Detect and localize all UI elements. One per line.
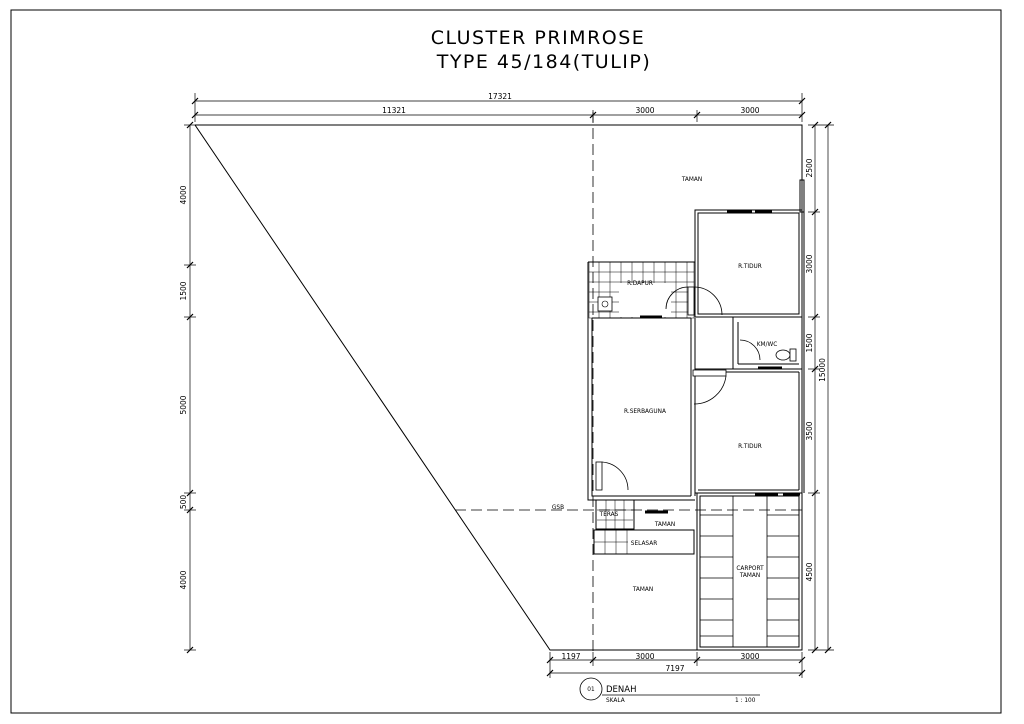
carport-paving	[700, 496, 799, 647]
label-carport-taman: TAMAN	[739, 573, 760, 579]
dim-right-5: 4500	[805, 562, 814, 581]
dim-bottom-total: 7197	[665, 664, 684, 673]
label-terrace: TERAS	[599, 512, 619, 518]
dim-top-right: 3000	[740, 106, 759, 115]
dim-right-total: 15000	[818, 358, 827, 382]
dim-left-2: 1500	[179, 281, 188, 300]
sink-icon	[597, 296, 613, 312]
left-dimension-chain	[184, 121, 196, 654]
toilet-icon	[775, 348, 797, 362]
label-kitchen: R.DAPUR	[627, 281, 653, 287]
scale-value: 1 : 100	[735, 698, 756, 704]
dim-right-2: 3000	[805, 254, 814, 273]
right-dimension-chain	[808, 121, 834, 654]
dim-right-3: 1500	[805, 333, 814, 352]
kitchen-interior	[619, 283, 671, 317]
windows	[597, 209, 800, 514]
teras-tile-pattern	[597, 500, 633, 529]
label-bedroom-1: R.TIDUR	[738, 264, 762, 270]
label-bedroom-2: R.TIDUR	[738, 444, 762, 450]
sheet-border	[10, 9, 1002, 714]
building-walls	[587, 179, 805, 651]
dim-left-5: 4000	[179, 570, 188, 589]
label-carport: CARPORT	[736, 566, 764, 572]
dim-bottom-3: 3000	[740, 652, 759, 661]
title-line-1: CLUSTER PRIMROSE	[431, 27, 646, 49]
dim-top-mid: 3000	[635, 106, 654, 115]
doors	[595, 286, 761, 491]
scale-label: SKALA	[606, 698, 625, 704]
dim-right-4: 3500	[805, 421, 814, 440]
sink-drain	[601, 300, 609, 308]
label-gsb: GSB	[552, 505, 564, 511]
label-taman-top: TAMAN	[681, 177, 702, 183]
dim-left-3: 5000	[179, 395, 188, 414]
title-line-2: TYPE 45/184(TULIP)	[436, 51, 652, 73]
lot-boundary	[194, 124, 803, 651]
dim-right-1: 2500	[805, 158, 814, 177]
dim-bottom-2: 3000	[635, 652, 654, 661]
drawing-number: 01	[587, 687, 595, 693]
label-taman-bottom: TAMAN	[632, 587, 653, 593]
label-taman-mid: TAMAN	[654, 522, 675, 528]
drawing-name: DENAH	[606, 685, 636, 695]
top-dimension-chain	[191, 93, 806, 122]
bottom-dimension-chain	[546, 652, 806, 678]
label-selasar: SELASAR	[631, 541, 657, 547]
label-bathroom: KM/WC	[757, 342, 778, 348]
label-multipurpose-room: R.SERBAGUNA	[624, 409, 666, 415]
dim-bottom-1: 1197	[561, 652, 580, 661]
dim-left-1: 4000	[179, 185, 188, 204]
drawing-number-circle	[579, 677, 603, 701]
drawing-title-block: 01 DENAH SKALA 1 : 100	[579, 677, 760, 704]
dim-left-4: 500	[179, 495, 188, 510]
dim-top-left: 11321	[382, 106, 406, 115]
dim-top-total: 17321	[488, 92, 512, 101]
selasar-tile-pattern	[594, 530, 628, 554]
